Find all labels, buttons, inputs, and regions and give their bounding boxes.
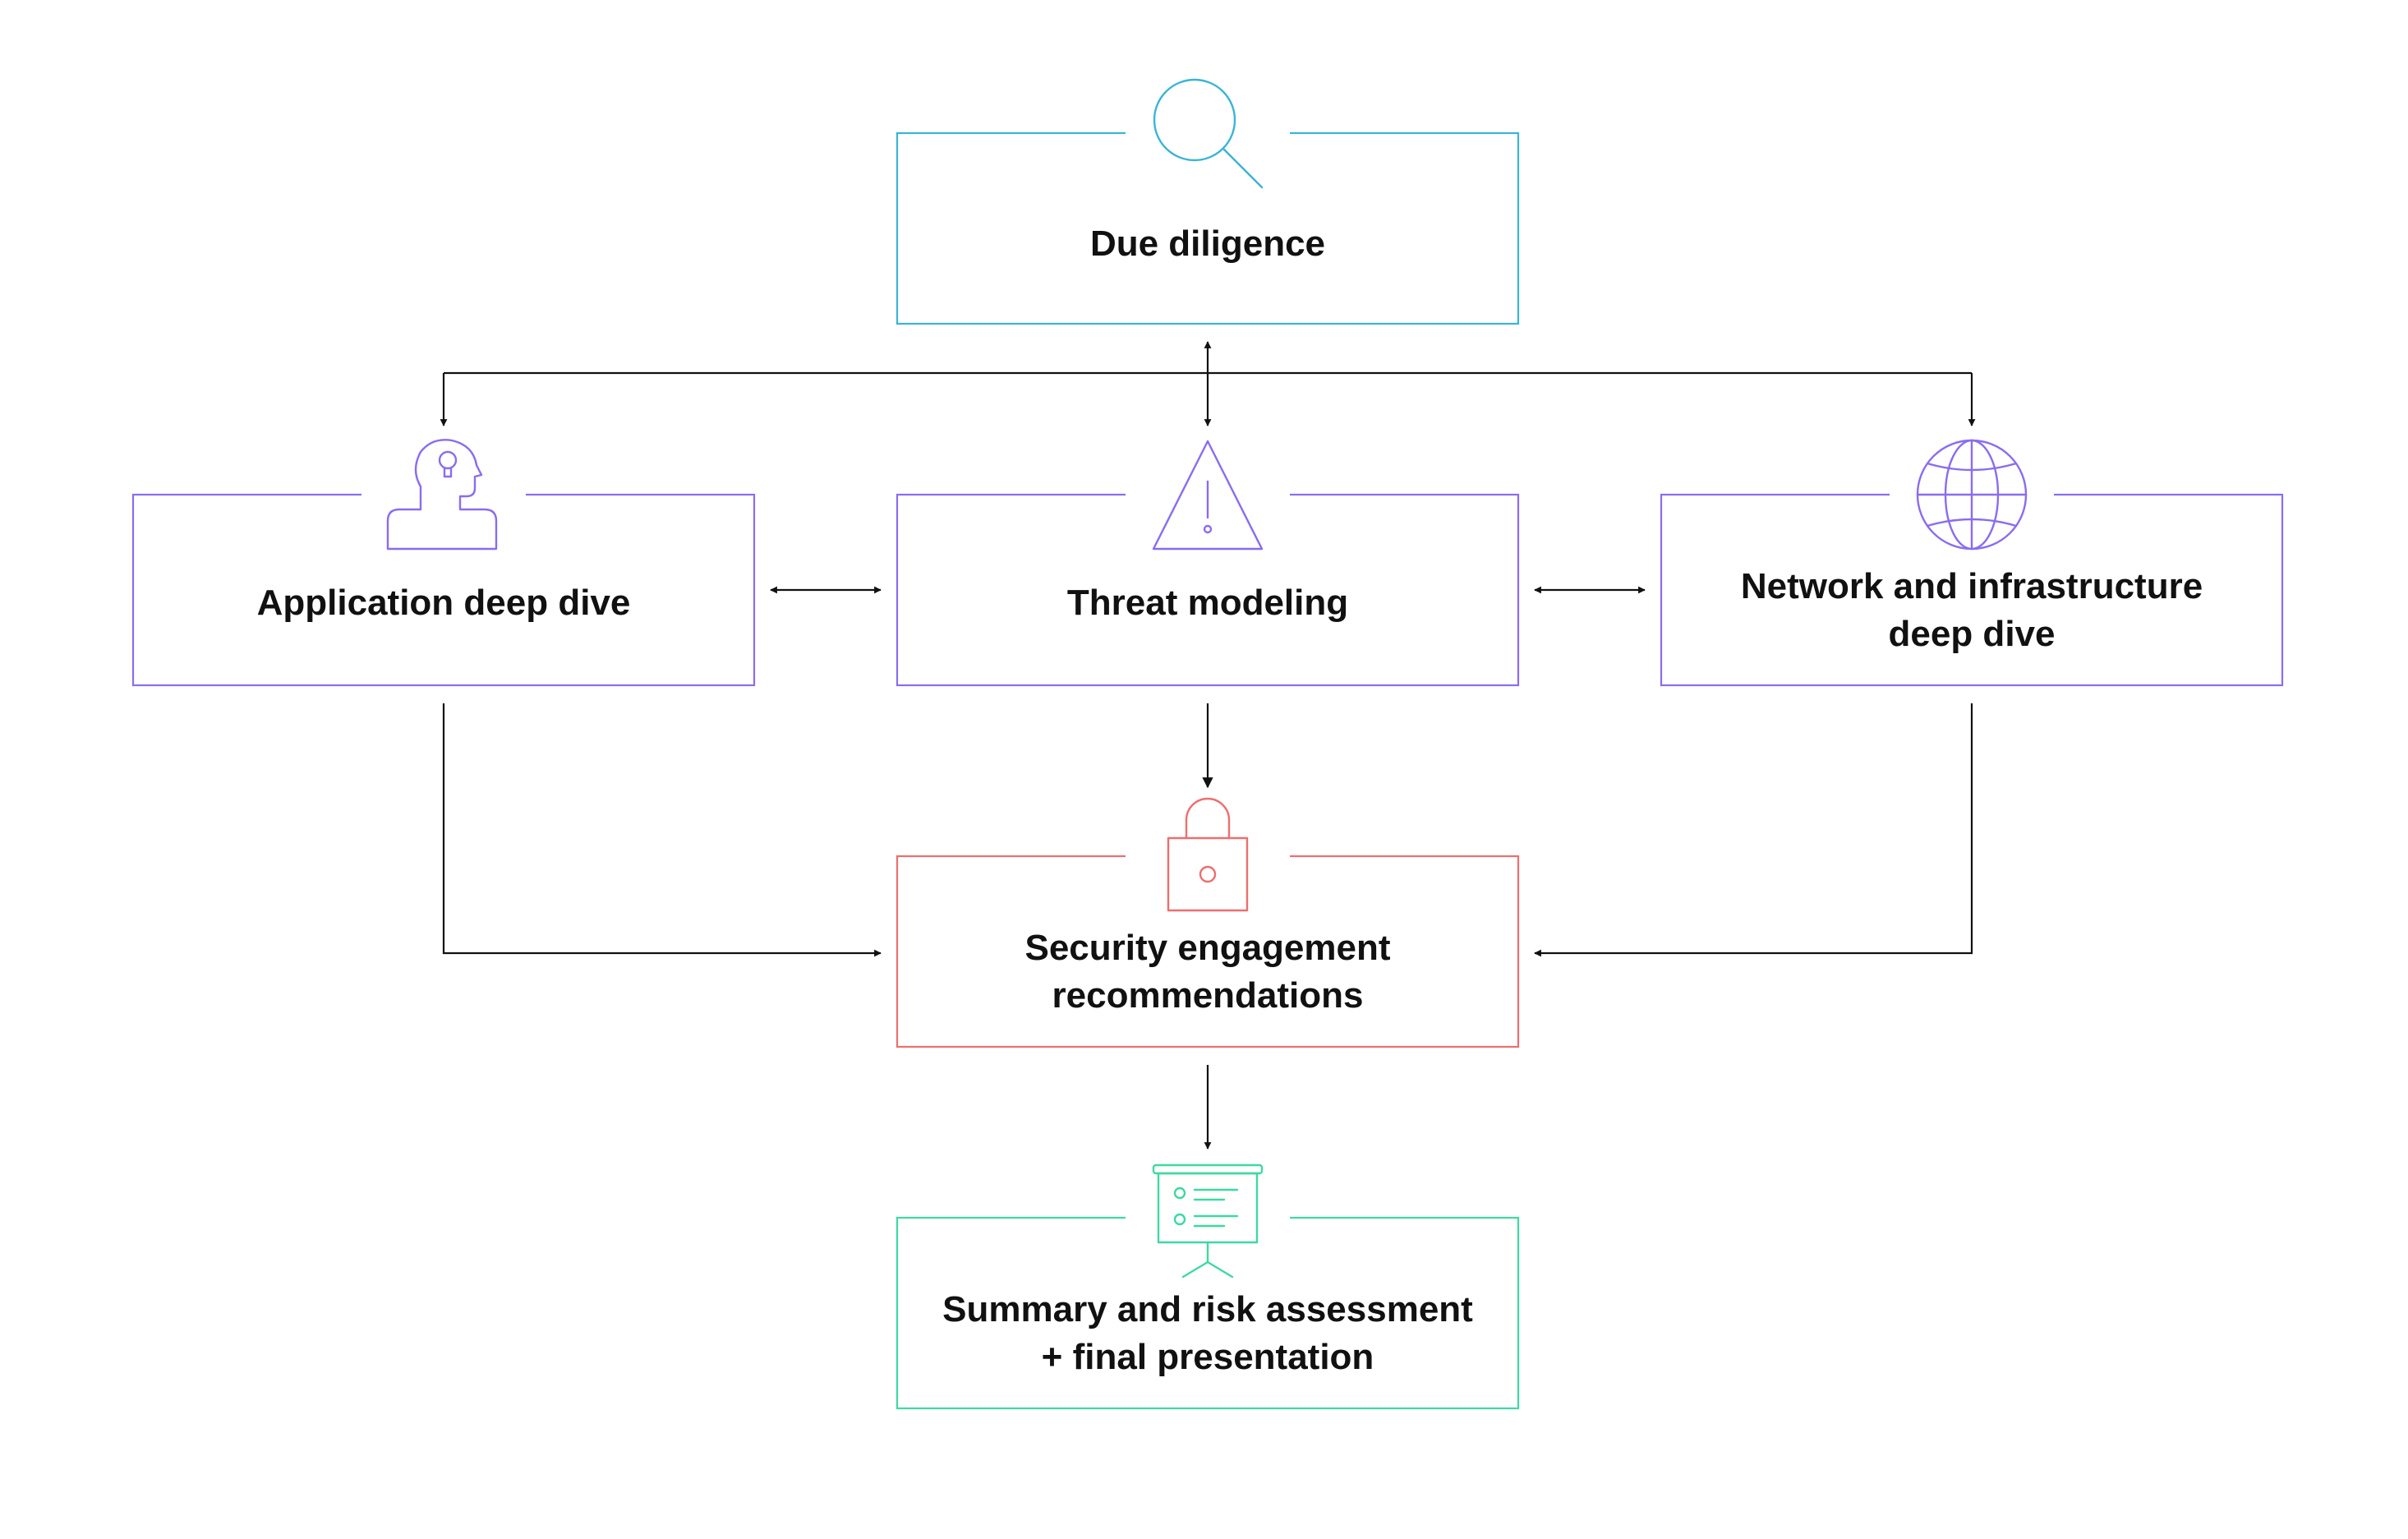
node-network-infrastructure: Network and infrastructure deep dive — [1660, 439, 2284, 687]
node-threat-modeling: Threat modeling — [896, 440, 1520, 687]
security-label-line-1: Security engagement — [1024, 928, 1390, 968]
security-label-line-2: recommendations — [1052, 975, 1364, 1016]
application-label: Application deep dive — [257, 583, 631, 623]
node-due-diligence: Due diligence — [896, 78, 1520, 325]
network-label-line-2: deep dive — [1889, 614, 2056, 654]
node-security-engagement: Security engagement recommendations — [896, 797, 1520, 1048]
threat-label: Threat modeling — [1067, 583, 1348, 623]
magnifier-icon — [1153, 78, 1264, 189]
globe-icon — [1916, 439, 2028, 551]
network-label-line-1: Network and infrastructure — [1741, 566, 2203, 606]
warning-triangle-icon — [1152, 440, 1264, 551]
node-application-deep-dive: Application deep dive — [131, 439, 756, 687]
application-box — [131, 493, 756, 687]
due-diligence-label: Due diligence — [1090, 223, 1325, 264]
connectors — [440, 341, 1976, 1150]
security-box — [896, 855, 1520, 1048]
node-summary: Summary and risk assessment + final pres… — [896, 1163, 1520, 1410]
summary-label-line-1: Summary and risk assessment — [942, 1289, 1473, 1329]
summary-label-line-2: + final presentation — [1042, 1337, 1374, 1377]
padlock-icon — [1167, 797, 1249, 912]
person-idea-icon — [386, 439, 498, 551]
edge-network-security — [1534, 703, 1973, 957]
presentation-board-icon — [1152, 1163, 1264, 1279]
edge-application-security — [442, 703, 882, 957]
